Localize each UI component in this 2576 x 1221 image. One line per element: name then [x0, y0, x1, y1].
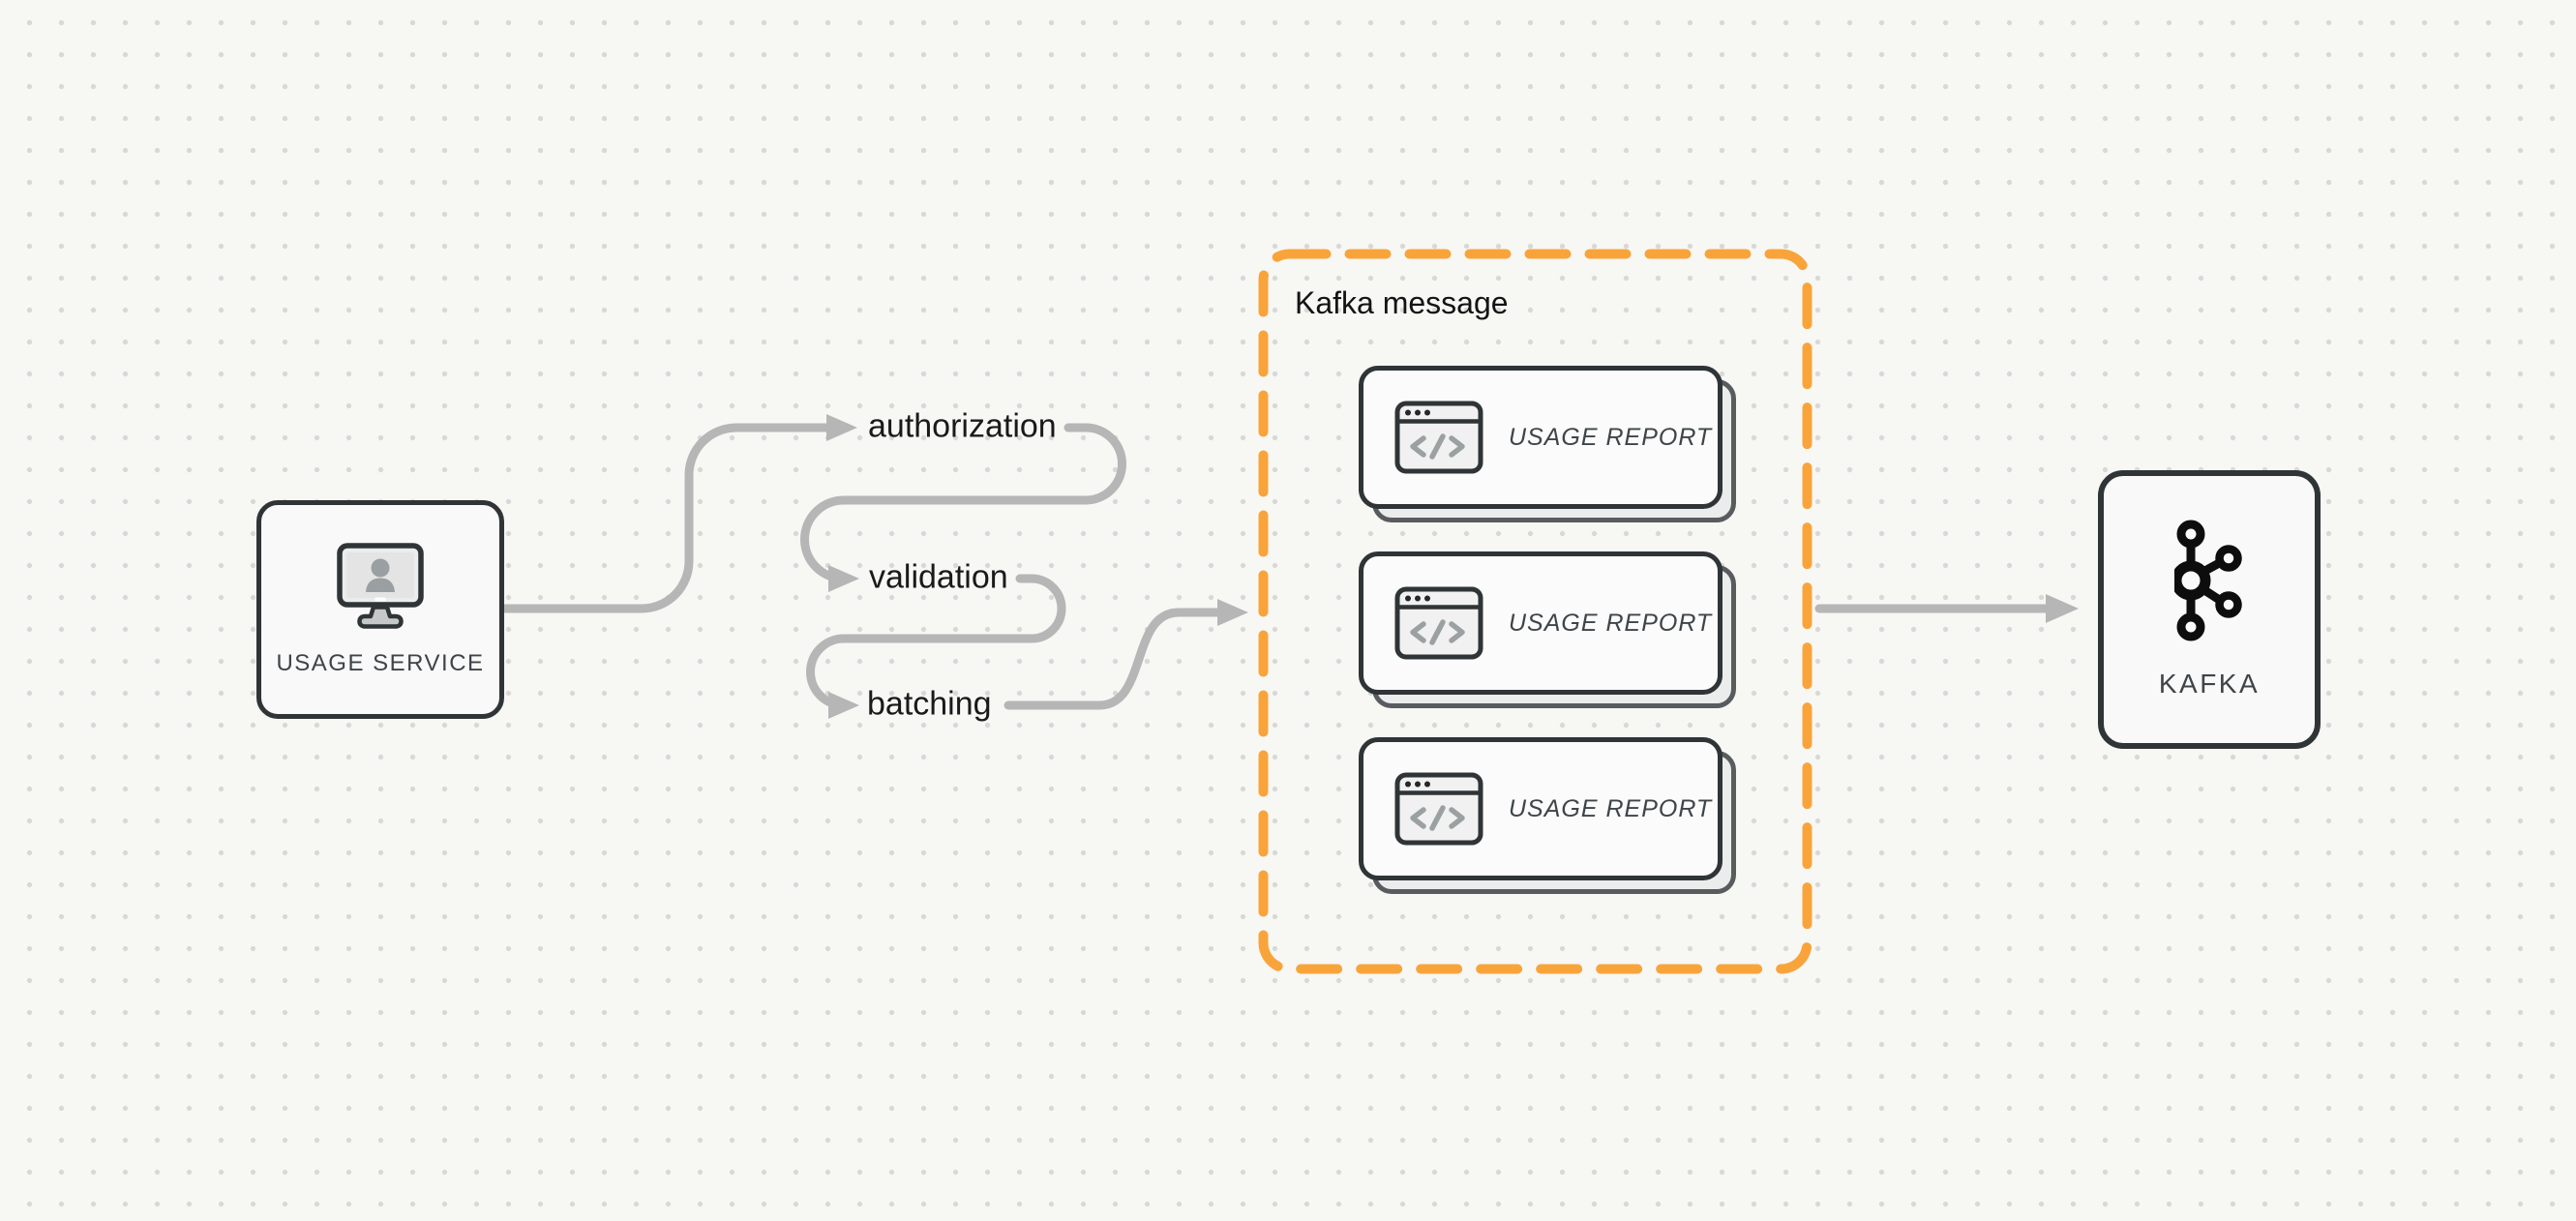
- usage-report-label: USAGE REPORT: [1509, 423, 1713, 451]
- arrowhead-authorization-icon: [826, 414, 857, 441]
- usage-report-card: USAGE REPORT: [1359, 737, 1736, 894]
- connector-batching-to-kafka-message: [1003, 608, 1222, 710]
- arrowhead-batching-icon: [828, 692, 859, 719]
- connector-authorization-to-validation: [799, 423, 1127, 583]
- kafka-label: KAFKA: [2158, 669, 2261, 699]
- arrowhead-kafka-icon: [2046, 594, 2079, 623]
- usage-report-card: USAGE REPORT: [1359, 551, 1736, 708]
- usage-report-label: USAGE REPORT: [1509, 609, 1713, 637]
- kafka-logo-icon: [2174, 520, 2242, 641]
- code-window-icon: [1394, 772, 1483, 846]
- monitor-user-icon: [337, 543, 424, 629]
- connector-usage-to-authorization: [500, 423, 833, 613]
- step-label-batching: batching: [867, 685, 992, 723]
- usage-report-card: USAGE REPORT: [1359, 366, 1736, 522]
- usage-report-label: USAGE REPORT: [1509, 794, 1713, 822]
- usage-service-label: USAGE SERVICE: [276, 650, 485, 676]
- kafka-message-title: Kafka message: [1295, 285, 1509, 320]
- arrowhead-validation-icon: [828, 565, 859, 592]
- step-label-authorization: authorization: [868, 407, 1057, 445]
- step-label-validation: validation: [869, 558, 1008, 596]
- code-window-icon: [1394, 586, 1483, 660]
- code-window-icon: [1394, 401, 1483, 474]
- node-kafka: KAFKA: [2098, 470, 2321, 749]
- kafka-message-group: Kafka message USAGE REPORT: [1258, 249, 1812, 974]
- arrowhead-kafka-message-icon: [1217, 599, 1248, 626]
- node-usage-service: USAGE SERVICE: [256, 500, 504, 719]
- kafka-message-dashed-border: [1258, 249, 1812, 974]
